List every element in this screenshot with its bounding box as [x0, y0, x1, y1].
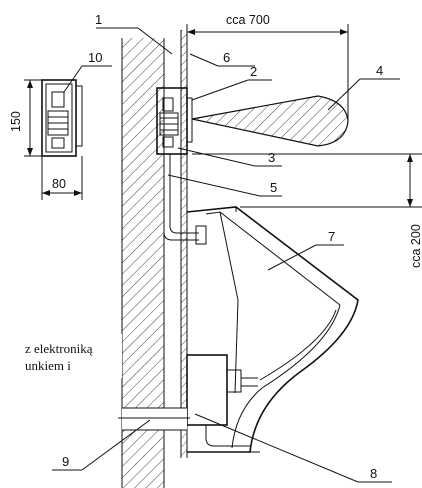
- siphon: [186, 354, 258, 447]
- callout-5: 5: [270, 180, 277, 195]
- sensor-beam: [191, 95, 349, 147]
- callout-6: 6: [223, 50, 230, 65]
- supply-pipe: [163, 154, 207, 245]
- text-note: z elektroniką unkiem i: [0, 334, 122, 378]
- callout-3: 3: [268, 150, 275, 165]
- detail-width-label: 80: [52, 177, 66, 191]
- callout-4: 4: [376, 63, 383, 78]
- callout-10: 10: [88, 50, 102, 65]
- callout-7: 7: [328, 229, 335, 244]
- urinal-bowl: [186, 206, 359, 453]
- dimension-700-label: cca 700: [226, 13, 270, 27]
- electronic-box: [156, 87, 193, 155]
- leader-lines: [52, 27, 400, 483]
- callout-1: 1: [95, 12, 102, 27]
- callout-2: 2: [250, 64, 257, 79]
- callout-9: 9: [62, 454, 69, 469]
- waste-pipe: [118, 407, 190, 431]
- dimension-700: cca 700: [186, 13, 349, 120]
- dimension-200: cca 200: [192, 153, 422, 268]
- note-line-1: z elektroniką: [25, 341, 93, 356]
- detail-height-label: 150: [9, 111, 23, 132]
- dimension-200-label: cca 200: [409, 224, 422, 268]
- callout-8: 8: [370, 466, 377, 481]
- note-line-2: unkiem i: [25, 358, 71, 373]
- detail-box-view: [24, 79, 83, 200]
- tile-layer: [180, 30, 188, 458]
